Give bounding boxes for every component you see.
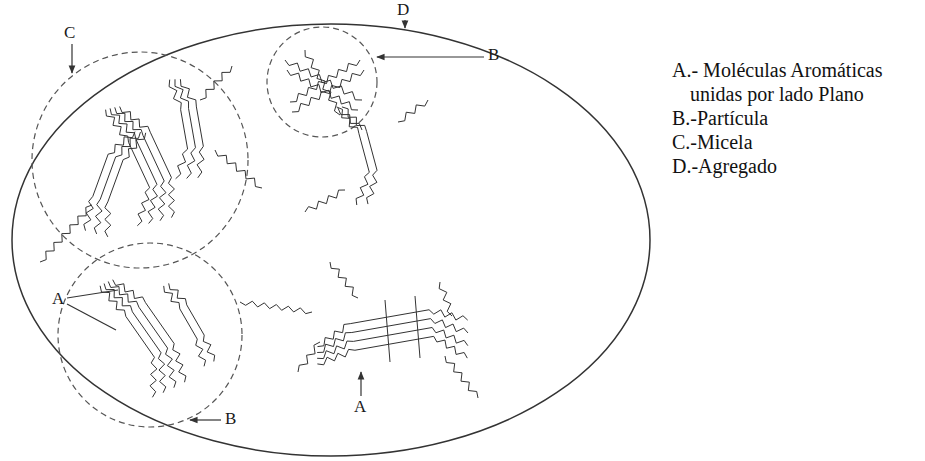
molecule-stroke [104, 284, 132, 312]
molecule-stroke [181, 110, 188, 149]
molecule-stroke [445, 356, 478, 398]
molecule-stroke [196, 339, 206, 366]
molecule-stroke [129, 142, 150, 187]
molecule-stroke [356, 172, 369, 205]
key-entry: B.-Partícula [672, 106, 768, 130]
molecule-stroke [355, 336, 434, 350]
molecule-stroke [367, 170, 377, 204]
callout-letter: C [64, 24, 75, 42]
particle-outline [267, 27, 377, 137]
molecule-stroke [150, 132, 171, 177]
molecules [40, 50, 478, 398]
molecule-stroke [175, 79, 189, 108]
molecule-stroke [398, 100, 428, 122]
molecule-stroke [143, 136, 164, 181]
aggregate-outline [12, 24, 650, 456]
molecule-stroke [176, 149, 188, 179]
molecule-stroke [415, 296, 420, 358]
key-entry: D.-Agregado [672, 154, 777, 178]
pointer-arrow [404, 20, 405, 28]
molecule-stroke [352, 319, 431, 333]
molecule-stroke [180, 309, 198, 339]
molecule-stroke [93, 154, 108, 196]
molecule-stroke [164, 286, 180, 309]
molecule-stroke [305, 50, 340, 115]
particle-outline [58, 243, 242, 427]
key-entry: A.- Moléculas Aromáticas unidas por lado… [672, 58, 915, 106]
pointer-arrow [377, 56, 484, 57]
molecule-stroke [287, 70, 358, 110]
pointer-arrow [360, 372, 361, 396]
molecule-stroke [168, 178, 174, 218]
molecule-stroke [215, 150, 262, 188]
leader-line [67, 304, 116, 330]
molecule-stroke [317, 349, 355, 364]
molecule-stroke [94, 199, 102, 234]
molecule-stroke [432, 327, 468, 345]
molecule-stroke [305, 190, 345, 212]
leader-line [67, 290, 118, 298]
molecule-stroke [196, 107, 203, 146]
pointer-arrow [190, 419, 221, 420]
molecule-stroke [100, 157, 115, 199]
molecule-stroke [108, 282, 139, 308]
molecule-stroke [106, 110, 129, 143]
molecule-stroke [197, 146, 204, 178]
molecule-stroke [158, 353, 165, 393]
callout-letter: B [225, 410, 236, 428]
molecule-stroke [336, 107, 358, 134]
molecule-stroke [84, 196, 94, 230]
molecule-stroke [108, 132, 135, 154]
molecule-stroke [367, 132, 377, 171]
molecule-stroke [150, 357, 157, 397]
molecule-stroke [158, 181, 166, 221]
callout-letter: A [52, 290, 64, 308]
molecule-stroke [113, 280, 146, 303]
molecule-stroke [169, 80, 181, 110]
molecule-stroke [342, 107, 367, 132]
molecule-stroke [173, 344, 186, 383]
micelle-outline [32, 52, 248, 268]
molecule-stroke [137, 188, 149, 226]
molecule-stroke [40, 205, 92, 262]
molecule-stroke [359, 134, 369, 173]
molecule-stroke [166, 348, 176, 388]
molecule-stroke [240, 301, 312, 313]
pointer-arrow [71, 44, 72, 73]
molecule-stroke [148, 184, 157, 223]
molecule-stroke [298, 342, 320, 372]
molecule-stroke [434, 336, 468, 358]
molecule-stroke [353, 327, 432, 341]
molecule-stroke [105, 202, 111, 237]
molecule-stroke [431, 319, 468, 333]
molecule-stroke [100, 286, 126, 317]
molecule-stroke [385, 300, 390, 362]
molecule-stroke [200, 66, 232, 100]
molecule-stroke [439, 282, 452, 316]
molecule-stroke [187, 305, 205, 335]
molecule-stroke [110, 108, 136, 139]
molecule-stroke [126, 316, 155, 357]
molecule-stroke [189, 108, 196, 147]
callout-letter: D [397, 1, 409, 19]
molecule-stroke [429, 310, 468, 320]
key-entry: C.-Micela [672, 130, 753, 154]
molecule-stroke [203, 335, 214, 361]
molecule-stroke [120, 107, 151, 133]
molecule-stroke [187, 148, 196, 179]
callout-letter: A [354, 398, 366, 416]
molecule-stroke [136, 139, 157, 184]
callout-letter: B [488, 46, 499, 64]
molecule-stroke [330, 262, 358, 298]
molecule-stroke [108, 160, 123, 202]
molecule-stroke [338, 108, 362, 130]
